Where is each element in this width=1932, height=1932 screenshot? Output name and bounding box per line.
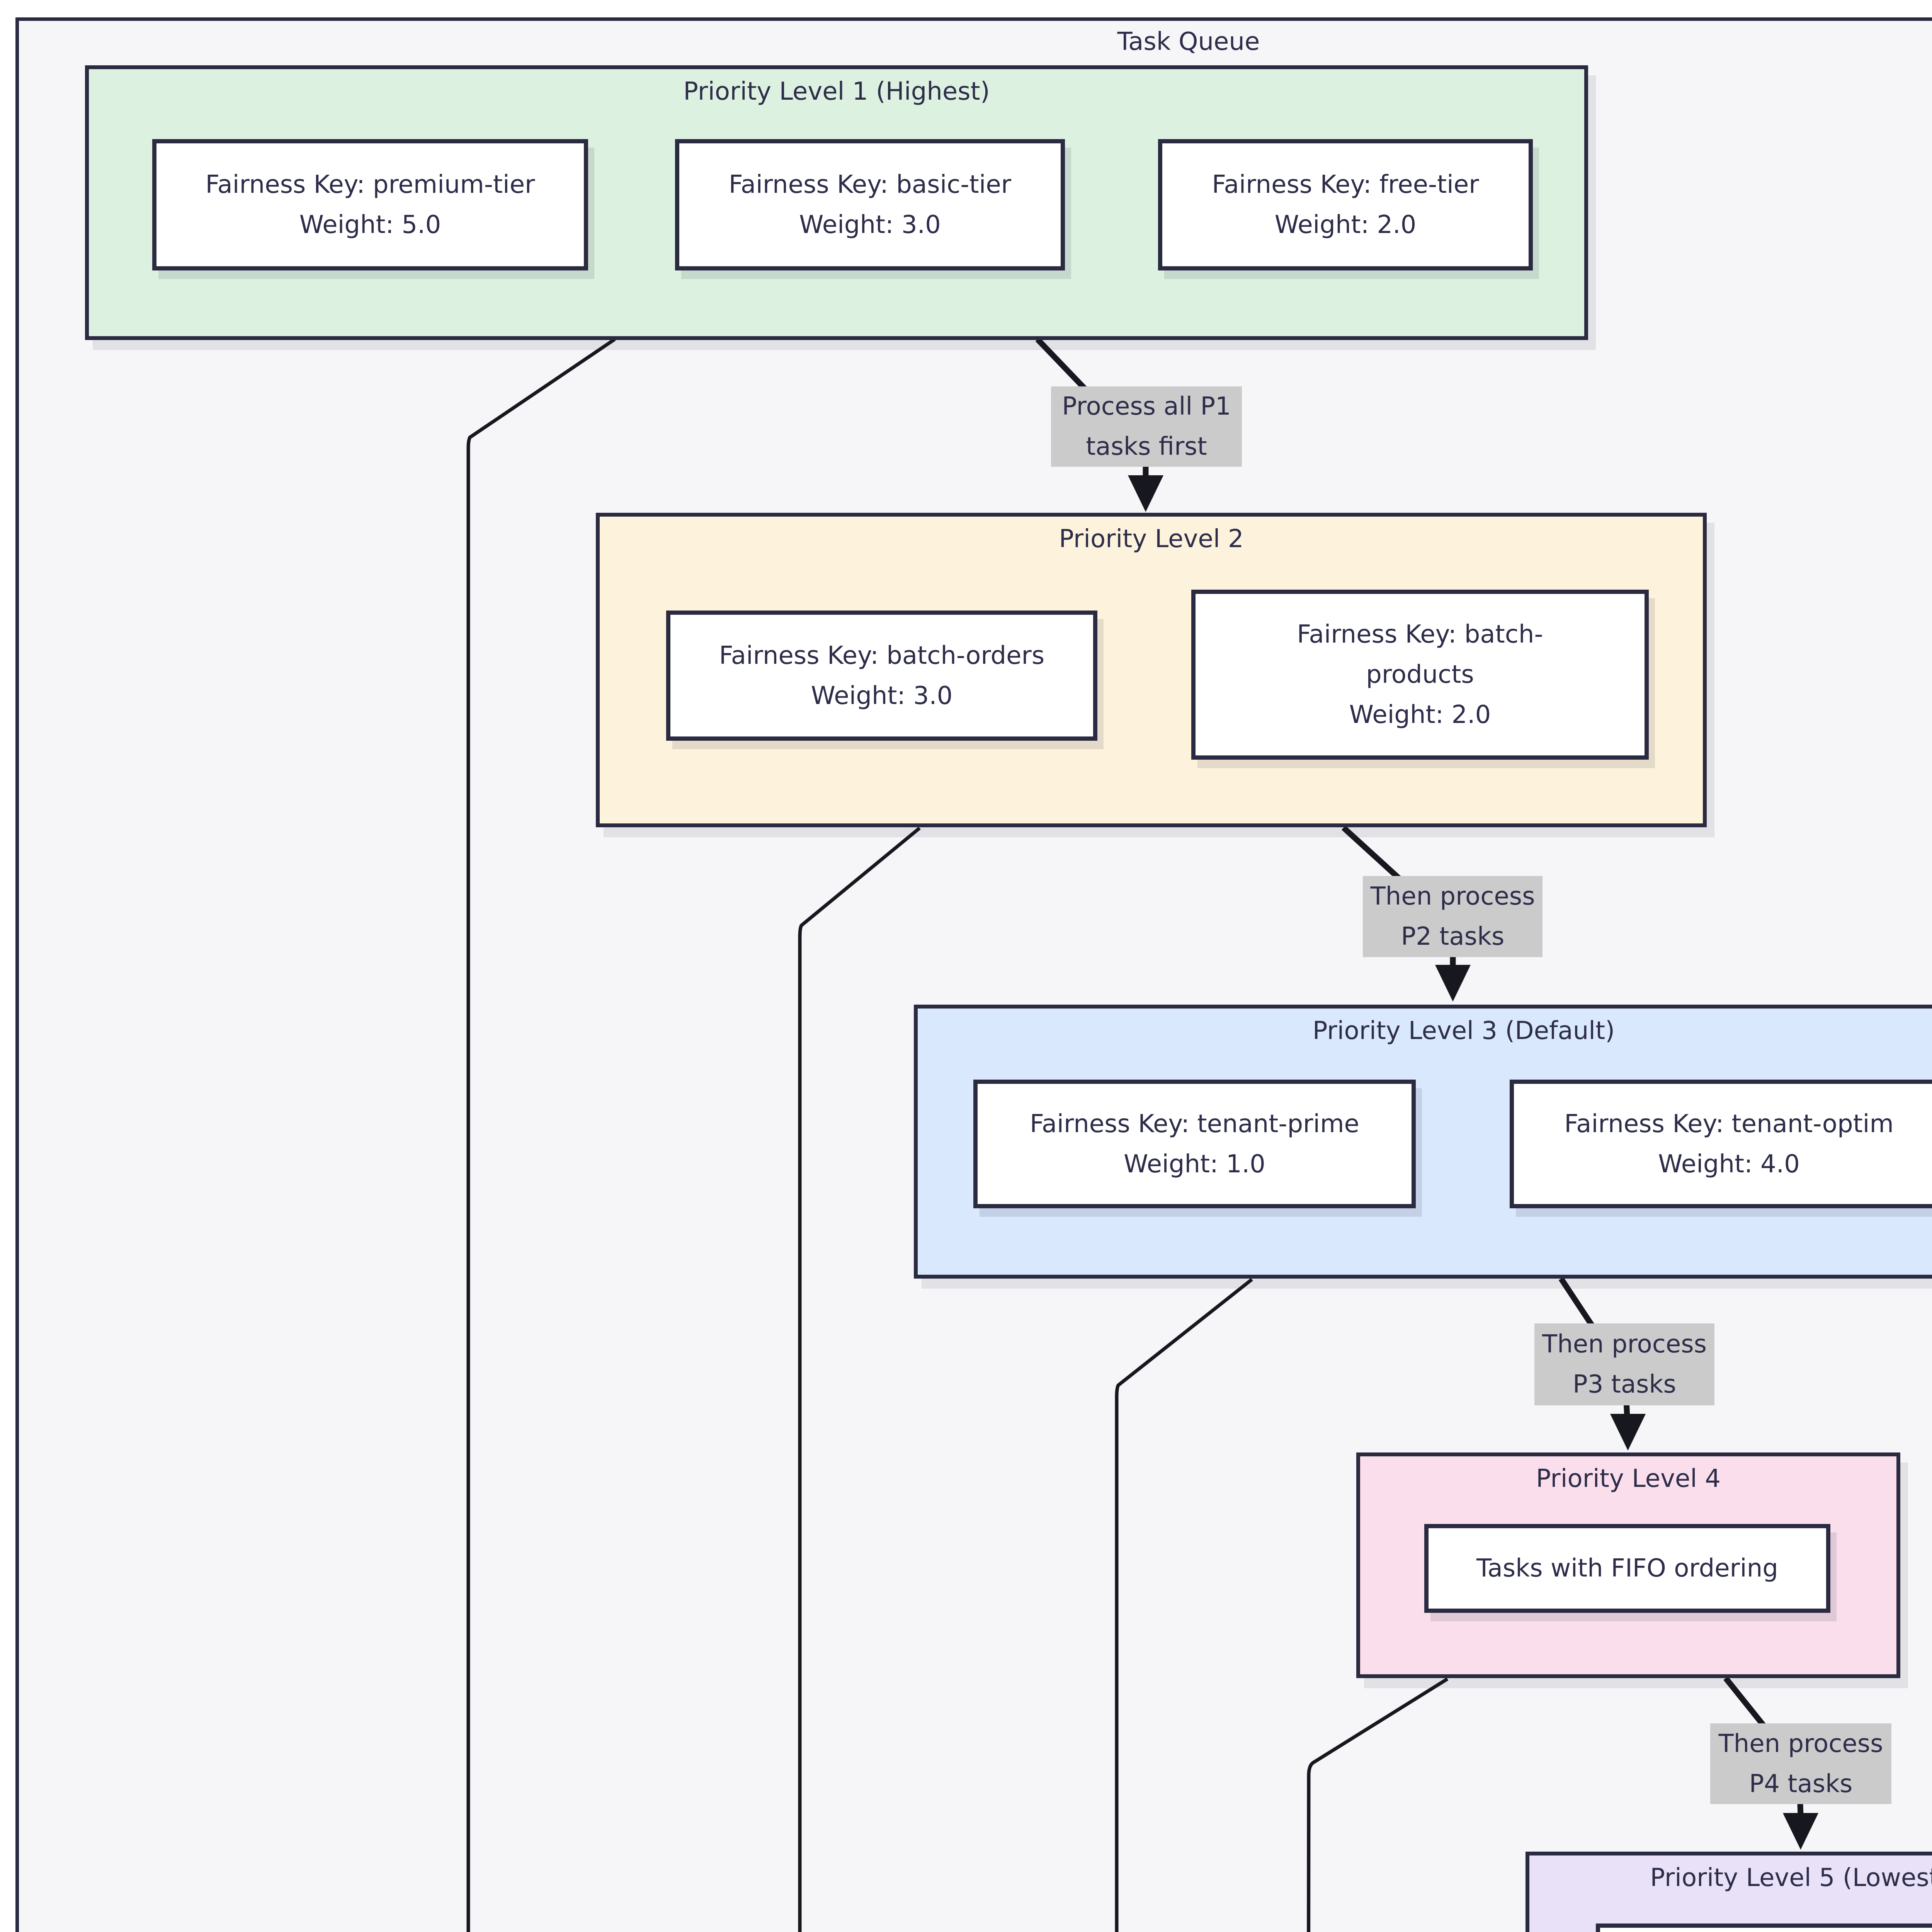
group-priority-level-3-title: Priority Level 3 (Default)	[1312, 1017, 1615, 1045]
arrowhead-p2-to-p3	[1435, 965, 1471, 1002]
group-priority-level-4-title: Priority Level 4	[1536, 1464, 1721, 1493]
group-priority-level-5-title: Priority Level 5 (Lowest)	[1650, 1864, 1932, 1892]
arrowhead-p1-to-p2	[1128, 475, 1163, 512]
arrowhead-p3-to-p4	[1610, 1414, 1646, 1451]
edge-p1-to-workers	[466, 338, 616, 1932]
node-p4-fifo: Tasks with FIFO ordering	[1424, 1524, 1830, 1613]
group-priority-level-5: Priority Level 5 (Lowest) Tasks with FIF…	[1526, 1852, 1932, 1932]
edge-label-process-p3: Then process P3 tasks	[1534, 1323, 1714, 1405]
node-premium-tier: Fairness Key: premium-tier Weight: 5.0	[152, 139, 588, 270]
node-basic-tier: Fairness Key: basic-tier Weight: 3.0	[675, 139, 1065, 270]
task-queue-title: Task Queue	[1117, 27, 1260, 56]
group-priority-level-1-title: Priority Level 1 (Highest)	[683, 77, 990, 106]
node-batch-products: Fairness Key: batch- products Weight: 2.…	[1191, 590, 1649, 760]
node-batch-orders: Fairness Key: batch-orders Weight: 3.0	[666, 611, 1097, 741]
group-priority-level-4: Priority Level 4 Tasks with FIFO orderin…	[1356, 1452, 1900, 1678]
node-tenant-optim: Fairness Key: tenant-optim Weight: 4.0	[1510, 1080, 1932, 1208]
edge-p3-to-workers	[1115, 1278, 1253, 1932]
group-priority-level-2: Priority Level 2 Fairness Key: batch-ord…	[596, 513, 1707, 827]
edge-label-process-p4: Then process P4 tasks	[1710, 1723, 1891, 1804]
group-priority-level-2-title: Priority Level 2	[1059, 525, 1244, 553]
node-tenant-prime: Fairness Key: tenant-prime Weight: 1.0	[973, 1080, 1416, 1208]
edge-label-process-p1: Process all P1 tasks first	[1051, 386, 1242, 467]
arrowhead-p4-to-p5	[1783, 1813, 1818, 1850]
edge-p4-to-workers	[1307, 1677, 1449, 1932]
group-priority-level-1: Priority Level 1 (Highest) Fairness Key:…	[85, 65, 1588, 340]
node-p5-fifo: Tasks with FIFO ordering	[1596, 1923, 1932, 1932]
group-priority-level-3: Priority Level 3 (Default) Fairness Key:…	[914, 1005, 1932, 1279]
edge-label-process-p2: Then process P2 tasks	[1363, 876, 1543, 957]
node-free-tier: Fairness Key: free-tier Weight: 2.0	[1158, 139, 1533, 270]
edge-p2-to-workers	[798, 827, 921, 1932]
